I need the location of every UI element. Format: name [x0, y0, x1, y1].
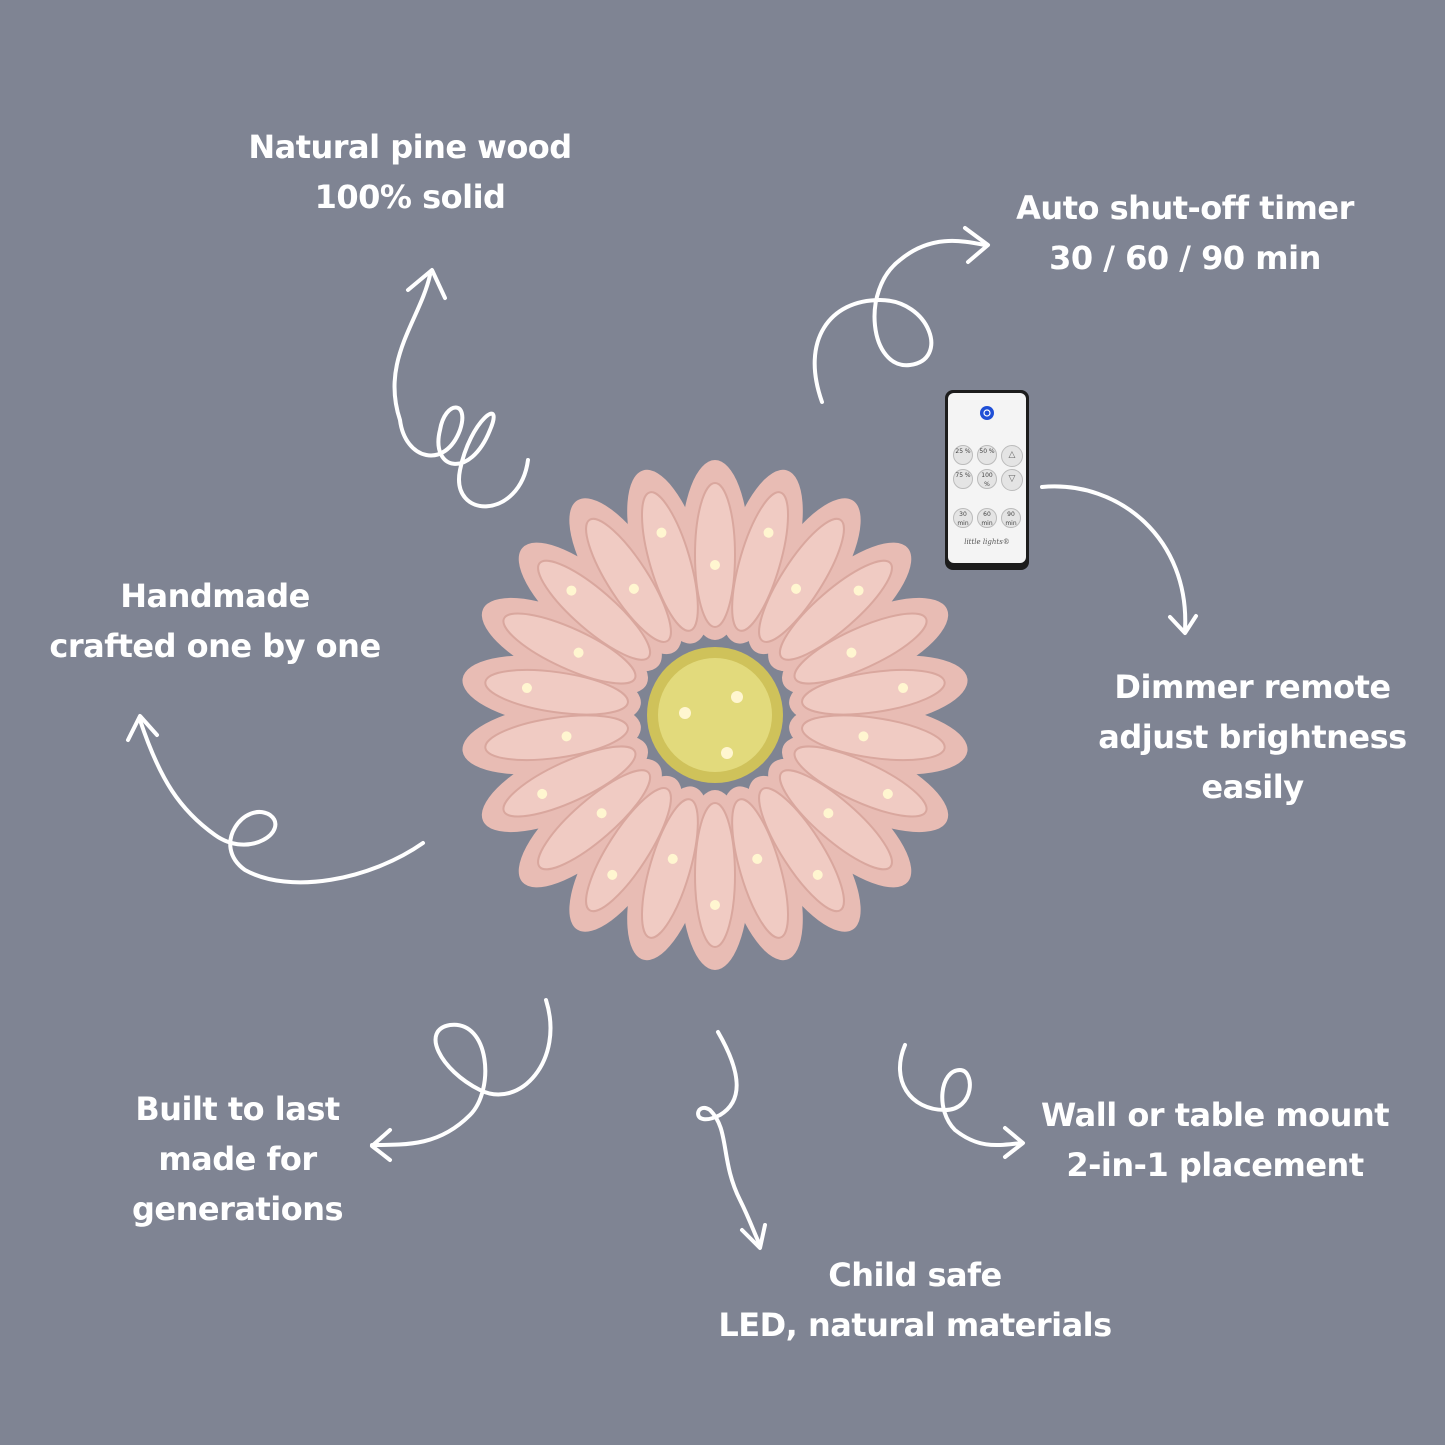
led-bulb — [898, 682, 909, 693]
led-bulb — [628, 583, 639, 594]
petal-recess — [758, 787, 845, 913]
led-bulb — [791, 583, 802, 594]
led-bulb — [607, 869, 618, 880]
callout-child-safe: Child safe LED, natural materials — [710, 1250, 1120, 1350]
daisy-lamp-icon — [462, 460, 968, 970]
remote-button: 100 % — [977, 469, 997, 489]
arrow-built-icon — [370, 998, 553, 1147]
petal-recess — [585, 517, 672, 643]
chevron-down-icon: ▽ — [1001, 469, 1023, 491]
arrow-timer-icon — [812, 238, 987, 404]
remote-button: 30 min — [953, 508, 973, 528]
led-bulb — [679, 707, 691, 719]
remote-button: 60 min — [977, 508, 997, 528]
petal-recess — [537, 769, 652, 871]
petal-recess — [484, 668, 629, 716]
petal-recess — [502, 745, 637, 818]
arrow-handmade-icon — [138, 718, 425, 885]
callout-dimmer: Dimmer remote adjust brightness easily — [1085, 662, 1420, 812]
callout-line: Auto shut-off timer — [1016, 189, 1354, 227]
petal-recess — [793, 745, 928, 818]
petal-recess — [640, 798, 699, 939]
petal-recess — [484, 714, 629, 762]
petal-recess — [758, 517, 845, 643]
led-bulb — [858, 731, 869, 742]
led-bulb — [566, 585, 577, 596]
petal-recess — [731, 491, 790, 632]
callout-mount: Wall or table mount 2-in-1 placement — [1025, 1090, 1405, 1190]
callout-line: crafted one by one — [49, 627, 381, 665]
led-bulb — [721, 747, 733, 759]
petal-recess — [731, 798, 790, 939]
callout-line: easily — [1201, 768, 1304, 806]
arrow-child-safe-icon — [696, 1030, 762, 1247]
remote-buttons: 25 % 50 % △ 75 % 100 % ▽ 30 min 60 min 9… — [945, 390, 1029, 570]
callout-timer: Auto shut-off timer 30 / 60 / 90 min — [995, 183, 1375, 283]
callout-line: 100% solid — [314, 178, 506, 216]
chevron-up-icon: △ — [1001, 445, 1023, 467]
callout-line: Child safe — [828, 1256, 1002, 1294]
led-bulb — [710, 900, 720, 910]
led-bulb — [846, 647, 857, 658]
callout-built: Built to last made for generations — [105, 1084, 370, 1234]
led-bulb — [853, 585, 864, 596]
petal-recess — [640, 491, 699, 632]
led-bulb — [521, 682, 532, 693]
callout-line: Built to last — [135, 1090, 340, 1128]
callout-line: Wall or table mount — [1040, 1096, 1390, 1134]
petal-recess — [502, 612, 637, 685]
arrow-dimmer-icon — [1040, 484, 1188, 632]
petal-recess — [585, 787, 672, 913]
petal-recess — [694, 802, 736, 948]
led-bulb — [561, 731, 572, 742]
led-bulb — [667, 853, 678, 864]
led-bulb — [596, 808, 607, 819]
led-bulb — [763, 527, 774, 538]
callout-line: Handmade — [120, 577, 310, 615]
led-bulb — [710, 560, 720, 570]
petal-recess — [778, 559, 893, 661]
petal-recess — [801, 714, 946, 762]
petal-recess — [694, 482, 736, 628]
petal-recess — [778, 769, 893, 871]
callout-line: made for — [158, 1140, 317, 1178]
callout-line: 2-in-1 placement — [1066, 1146, 1364, 1184]
callout-line: 30 / 60 / 90 min — [1049, 239, 1321, 277]
callout-handmade: Handmade crafted one by one — [40, 571, 390, 671]
arrow-pine-wood-icon — [392, 273, 530, 509]
remote-brand-logo: little lights® — [964, 538, 1010, 546]
led-bulb — [823, 808, 834, 819]
callout-line: LED, natural materials — [718, 1306, 1112, 1344]
petal-recess — [537, 559, 652, 661]
led-bulb — [812, 869, 823, 880]
led-bulb — [656, 527, 667, 538]
callout-line: Dimmer remote — [1114, 668, 1391, 706]
remote-button: 75 % — [953, 469, 973, 489]
callout-pine-wood: Natural pine wood 100% solid — [230, 122, 590, 222]
led-bulb — [752, 853, 763, 864]
led-bulb — [537, 788, 548, 799]
callout-line: generations — [131, 1190, 344, 1228]
callout-line: adjust brightness — [1098, 718, 1407, 756]
petal-recess — [793, 612, 928, 685]
remote-button: 90 min — [1001, 508, 1021, 528]
arrow-mount-icon — [898, 1043, 1024, 1147]
remote-button: 25 % — [953, 445, 973, 465]
remote-button: 50 % — [977, 445, 997, 465]
led-bulb — [573, 647, 584, 658]
callout-line: Natural pine wood — [248, 128, 572, 166]
petal-recess — [801, 668, 946, 716]
led-bulb — [882, 788, 893, 799]
led-bulb — [731, 691, 743, 703]
